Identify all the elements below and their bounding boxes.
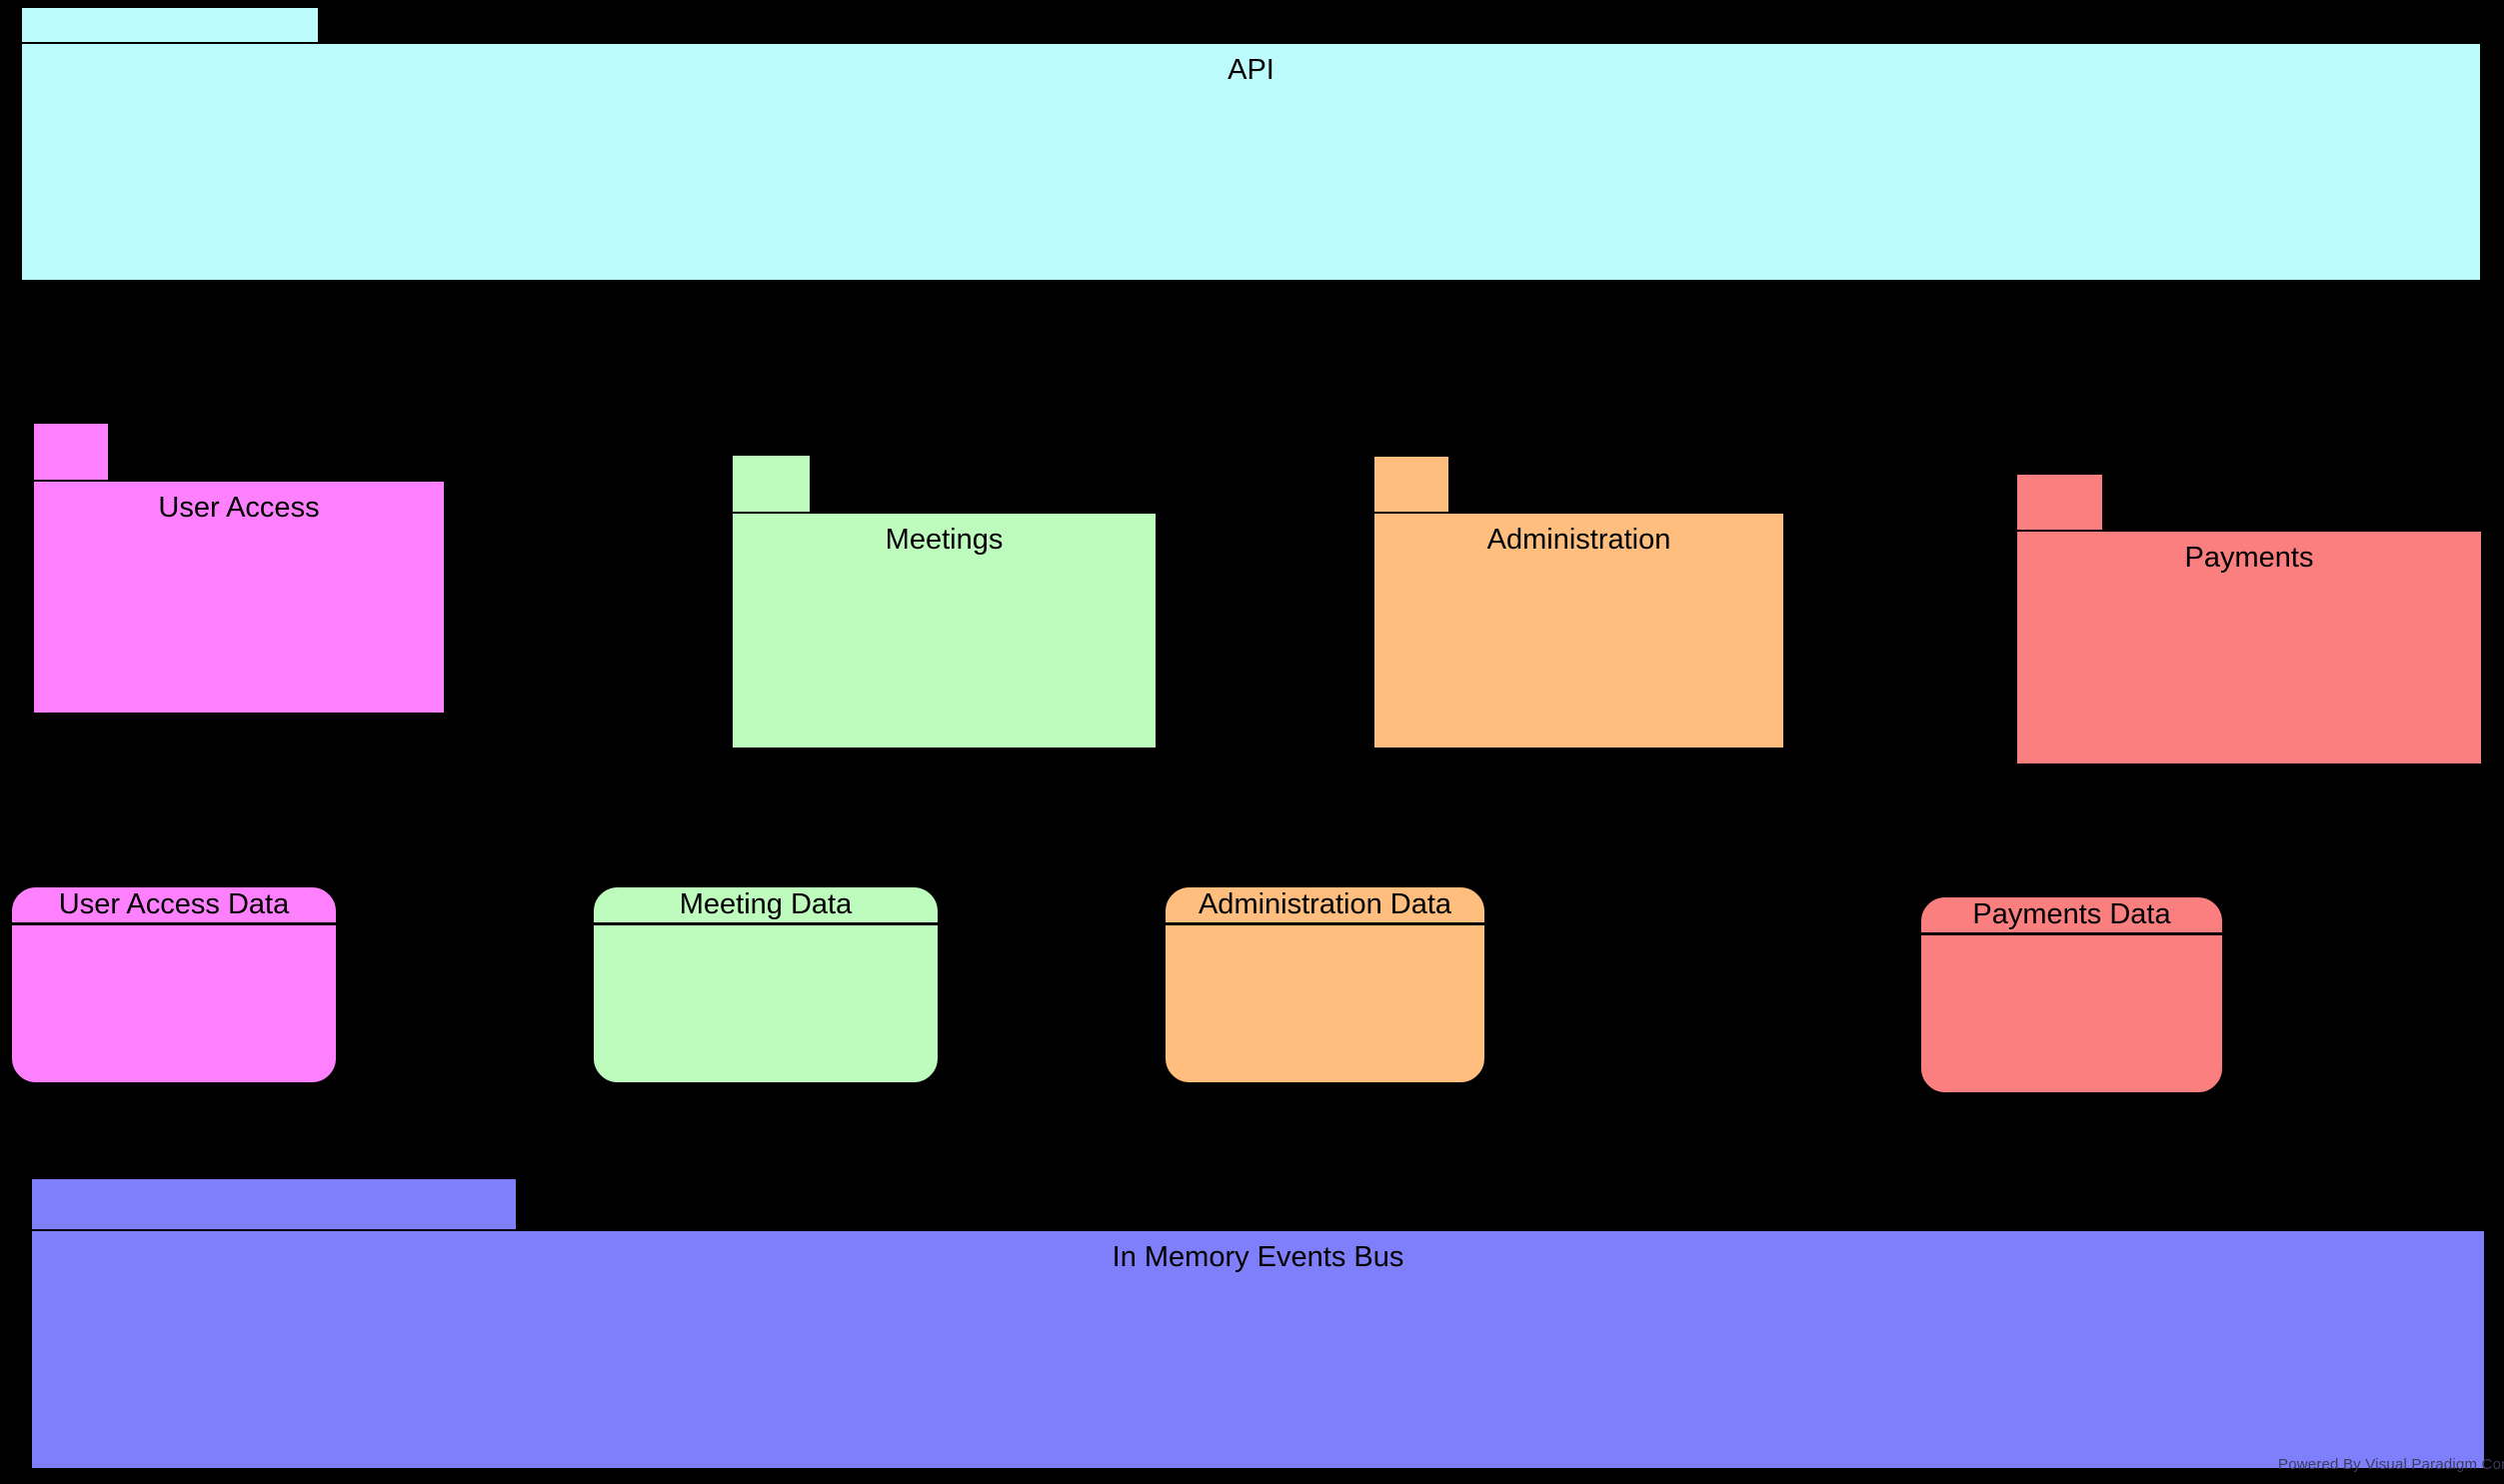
data-store-user-access-data-label: User Access Data bbox=[12, 887, 336, 925]
data-store-administration-data-label: Administration Data bbox=[1166, 887, 1484, 925]
data-store-user-access-data[interactable]: User Access Data bbox=[10, 885, 338, 1084]
package-user-access[interactable]: User Access bbox=[32, 422, 446, 715]
package-meetings-tab bbox=[731, 454, 812, 514]
package-payments-tab bbox=[2015, 473, 2104, 532]
data-store-user-access-data-body bbox=[12, 925, 336, 1082]
package-payments[interactable]: Payments bbox=[2015, 473, 2483, 765]
package-user-access-tab bbox=[32, 422, 110, 482]
package-api[interactable]: API bbox=[20, 6, 2482, 282]
data-store-meeting-data[interactable]: Meeting Data bbox=[592, 885, 940, 1084]
data-store-meeting-data-body bbox=[594, 925, 938, 1082]
package-user-access-body bbox=[32, 480, 446, 715]
package-administration-body bbox=[1372, 512, 1785, 749]
data-store-payments-data[interactable]: Payments Data bbox=[1919, 895, 2224, 1094]
data-store-administration-data[interactable]: Administration Data bbox=[1164, 885, 1486, 1084]
data-store-payments-data-label: Payments Data bbox=[1921, 897, 2222, 935]
package-api-body bbox=[20, 42, 2482, 282]
package-in-memory-events-bus[interactable]: In Memory Events Bus bbox=[30, 1177, 2486, 1470]
package-meetings[interactable]: Meetings bbox=[731, 454, 1158, 749]
package-in-memory-events-bus-body bbox=[30, 1229, 2486, 1470]
data-store-meeting-data-label: Meeting Data bbox=[594, 887, 938, 925]
data-store-administration-data-body bbox=[1166, 925, 1484, 1082]
package-administration[interactable]: Administration bbox=[1372, 455, 1785, 749]
package-meetings-body bbox=[731, 512, 1158, 749]
package-api-tab bbox=[20, 6, 320, 44]
data-store-payments-data-body bbox=[1921, 935, 2222, 1092]
package-administration-tab bbox=[1372, 455, 1450, 514]
package-payments-body bbox=[2015, 530, 2483, 765]
package-in-memory-events-bus-tab bbox=[30, 1177, 518, 1231]
